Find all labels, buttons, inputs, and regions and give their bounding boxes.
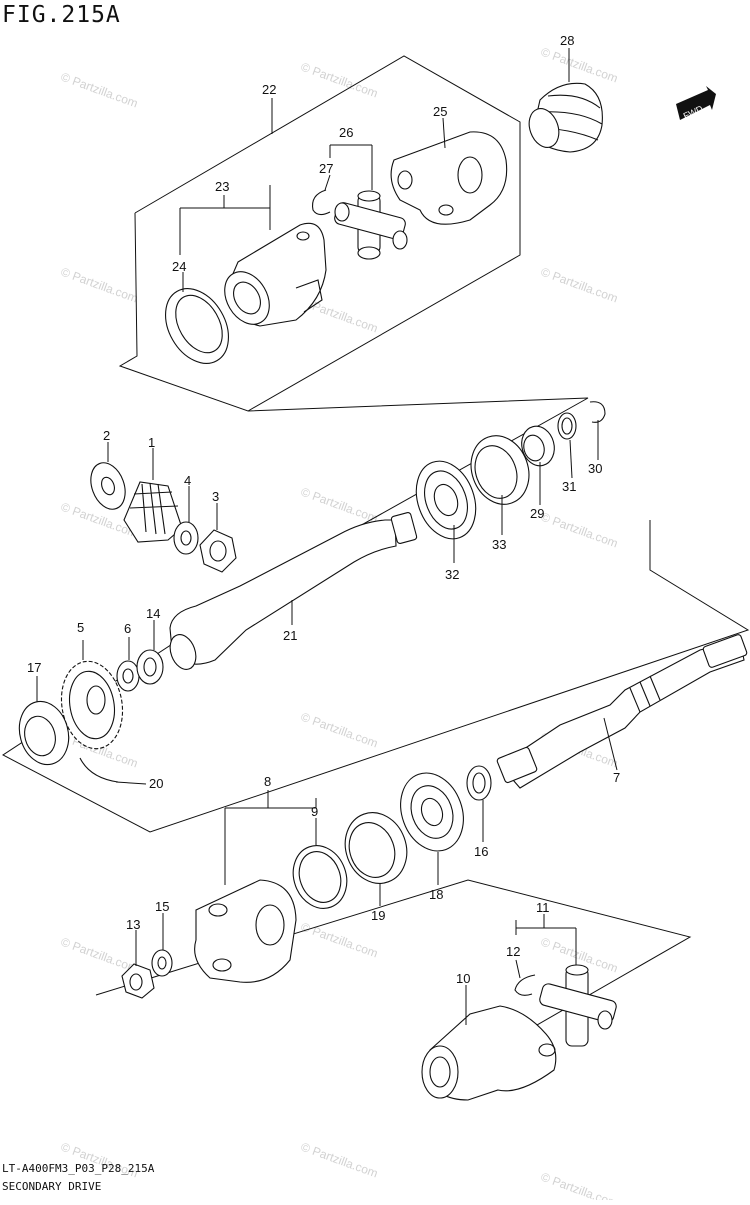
part-21-propeller-shaft xyxy=(169,512,418,670)
callout-leaders xyxy=(36,48,618,1025)
part-26-cross-joint xyxy=(334,190,408,260)
part-10-yoke xyxy=(421,1005,557,1101)
callout-10: 10 xyxy=(456,971,470,986)
callout-31: 31 xyxy=(562,479,576,494)
callout-19: 19 xyxy=(371,908,385,923)
part-28-boot xyxy=(528,82,603,153)
watermark-text: © Partzilla.com xyxy=(299,710,380,751)
callout-23: 23 xyxy=(215,179,229,194)
callout-26: 26 xyxy=(339,125,353,140)
part-19-seal xyxy=(344,812,408,884)
callout-28: 28 xyxy=(560,33,574,48)
callout-4: 4 xyxy=(184,473,191,488)
callout-6: 6 xyxy=(124,621,131,636)
part-11-cross-joint xyxy=(539,964,617,1047)
callout-17: 17 xyxy=(27,660,41,675)
part-18-bearing xyxy=(400,772,464,852)
callout-15: 15 xyxy=(155,899,169,914)
callout-3: 3 xyxy=(212,489,219,504)
part-29-collar xyxy=(521,425,555,467)
part-24-seal xyxy=(165,288,229,364)
watermark-text: © Partzilla.com xyxy=(539,45,620,86)
part-3-nut xyxy=(199,529,237,573)
part-7-shaft xyxy=(496,634,748,789)
callout-27: 27 xyxy=(319,161,333,176)
callout-8: 8 xyxy=(264,774,271,789)
part-1-bevel-gear xyxy=(123,481,183,543)
part-4-washer xyxy=(173,521,199,555)
part-33-seal xyxy=(470,435,530,505)
part-9-oring xyxy=(292,845,348,909)
callout-12: 12 xyxy=(506,944,520,959)
part-17-bearing xyxy=(18,700,70,766)
watermark-text: © Partzilla.com xyxy=(299,485,380,526)
watermark-text: © Partzilla.com xyxy=(299,920,380,961)
callout-24: 24 xyxy=(172,259,186,274)
callout-22: 22 xyxy=(262,82,276,97)
figure-title: FIG.215A xyxy=(2,2,121,28)
callout-16: 16 xyxy=(474,844,488,859)
part-15-washer xyxy=(151,949,173,977)
part-27-circlip xyxy=(311,189,331,216)
watermark-text: © Partzilla.com xyxy=(539,265,620,306)
part-5-gear xyxy=(60,660,124,750)
watermark-text: © Partzilla.com xyxy=(59,935,140,976)
callout-9: 9 xyxy=(311,804,318,819)
figure-name: SECONDARY DRIVE xyxy=(2,1180,102,1193)
callout-33: 33 xyxy=(492,537,506,552)
part-23-yoke xyxy=(224,222,327,327)
callout-29: 29 xyxy=(530,506,544,521)
part-13-nut xyxy=(121,963,155,999)
callout-14: 14 xyxy=(146,606,160,621)
callout-32: 32 xyxy=(445,567,459,582)
watermark-text: © Partzilla.com xyxy=(299,1140,380,1181)
part-8-yoke xyxy=(194,879,297,983)
callout-30: 30 xyxy=(588,461,602,476)
part-30-snap-ring xyxy=(589,401,606,423)
part-6-washer xyxy=(116,660,140,692)
part-32-bearing xyxy=(415,460,477,540)
fwd-arrow-badge: FWD xyxy=(676,86,716,121)
callout-18: 18 xyxy=(429,887,443,902)
part-31-washer xyxy=(557,412,577,440)
callout-2: 2 xyxy=(103,428,110,443)
callout-21: 21 xyxy=(283,628,297,643)
part-25-yoke xyxy=(390,131,508,225)
part-12-circlip xyxy=(514,974,536,996)
callout-13: 13 xyxy=(126,917,140,932)
watermark-text: © Partzilla.com xyxy=(59,70,140,111)
callout-11: 11 xyxy=(536,900,550,915)
part-16-washer xyxy=(466,765,492,801)
group-frame-middle xyxy=(2,397,750,833)
callout-20: 20 xyxy=(149,776,163,791)
watermark-text: © Partzilla.com xyxy=(539,510,620,551)
part-14-bushing xyxy=(136,649,164,685)
part-20-snap-ring xyxy=(79,757,119,783)
callout-labels: 1 2 3 4 5 6 7 8 9 10 11 12 13 14 15 16 1… xyxy=(27,33,620,986)
callout-7: 7 xyxy=(613,770,620,785)
watermark-text: © Partzilla.com xyxy=(539,1170,620,1200)
callout-25: 25 xyxy=(433,104,447,119)
group-frame-upper xyxy=(118,55,521,412)
watermark-text: © Partzilla.com xyxy=(299,60,380,101)
callout-5: 5 xyxy=(77,620,84,635)
figure-model-code: LT-A400FM3_P03_P28_215A xyxy=(2,1162,155,1175)
callout-1: 1 xyxy=(148,435,155,450)
watermark-text: © Partzilla.com xyxy=(59,265,140,306)
part-2-washer xyxy=(90,462,126,510)
